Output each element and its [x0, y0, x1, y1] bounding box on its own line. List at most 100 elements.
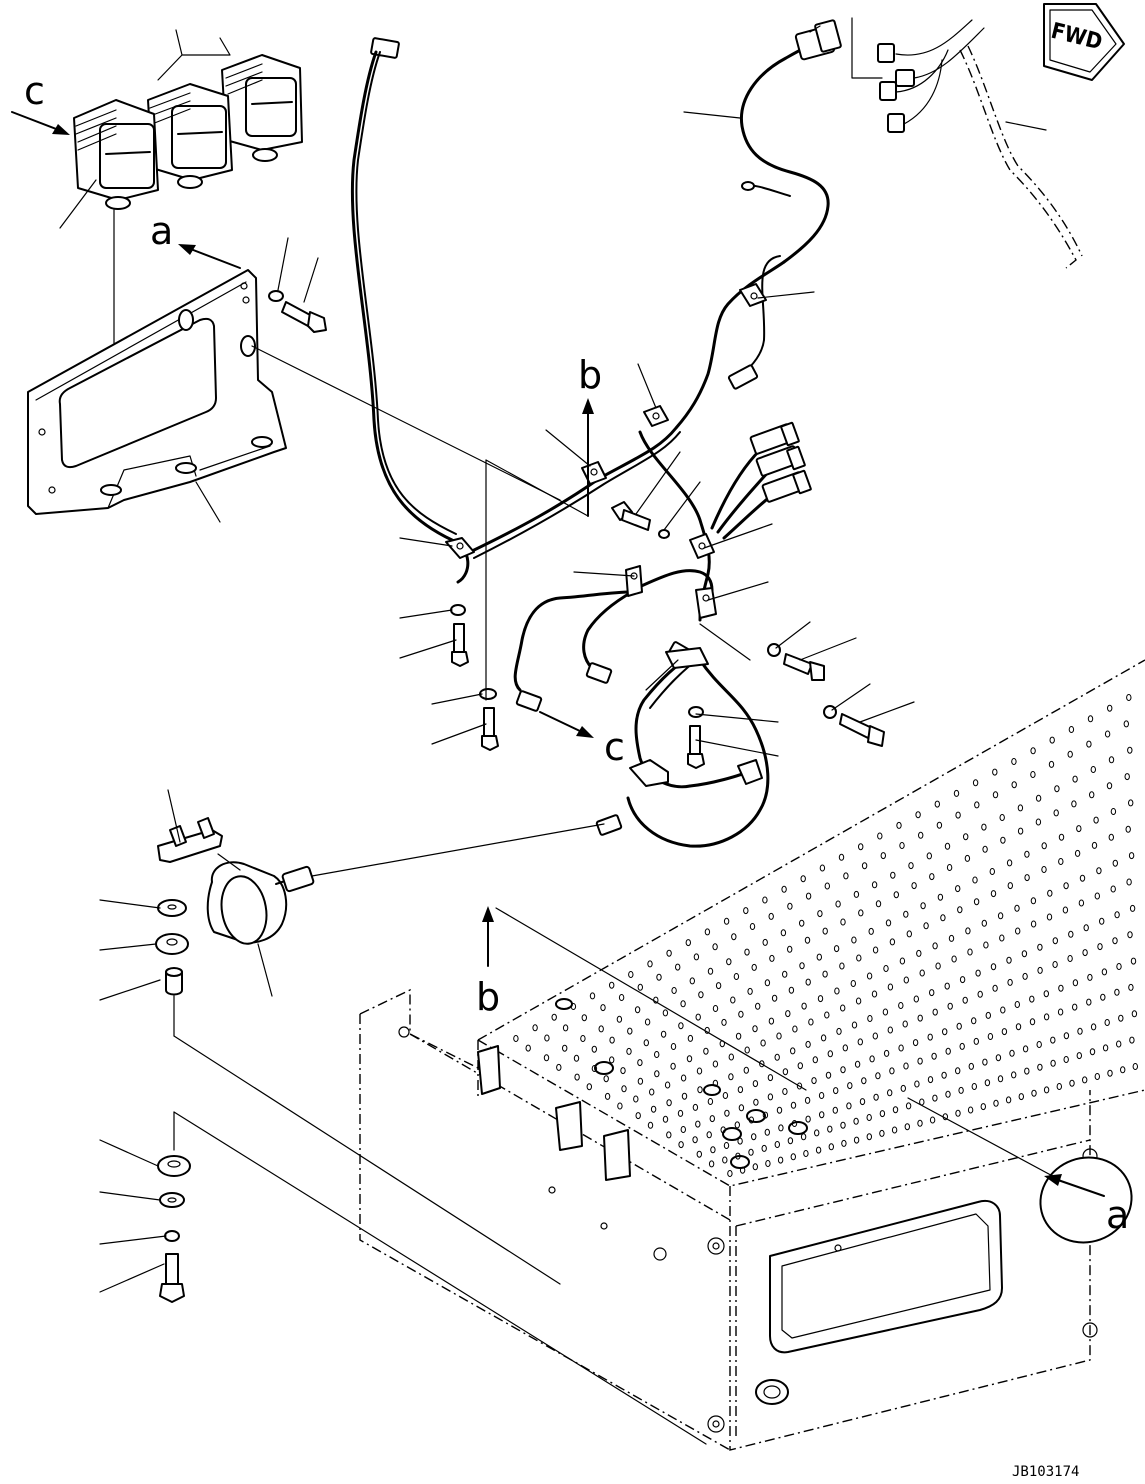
perforation-hole [898, 1044, 904, 1052]
perforation-hole [847, 1082, 853, 1090]
perforation-hole [833, 945, 840, 953]
perforation-hole [917, 1119, 923, 1127]
label-view-a-lower: a [1106, 1193, 1129, 1237]
perforation-hole [867, 1015, 873, 1022]
perforation-hole [1079, 874, 1086, 882]
perforation-hole [947, 1002, 953, 1010]
perforation-hole [660, 1030, 667, 1038]
perforation-hole [727, 1170, 733, 1177]
perforation-hole [1127, 931, 1133, 939]
perforation-hole [792, 1025, 798, 1033]
perforation-hole [724, 1109, 730, 1117]
perforation-hole [1123, 720, 1130, 728]
perforation-hole [816, 953, 822, 961]
perforation-hole [951, 955, 957, 963]
perforation-hole [959, 976, 966, 984]
perforation-hole [604, 1092, 611, 1100]
perforation-hole [1127, 746, 1133, 754]
perforation-hole [820, 1034, 827, 1042]
perforation-hole [609, 1036, 615, 1044]
perforation-hole [917, 1014, 923, 1022]
perforation-hole [715, 982, 722, 990]
perforation-hole [762, 896, 768, 904]
perforation-hole [914, 1080, 920, 1088]
perforation-hole [854, 1060, 861, 1068]
perforation-hole [842, 1044, 848, 1052]
perforation-hole [859, 1098, 866, 1106]
perforation-hole [1011, 781, 1017, 789]
perforation-hole [967, 948, 973, 956]
perforation-hole [1101, 968, 1108, 976]
perforation-hole [749, 923, 756, 930]
perforation-hole [685, 939, 691, 947]
perforation-hole [1110, 808, 1117, 815]
perforation-hole [1063, 1056, 1069, 1063]
perforation-hole [1120, 1066, 1126, 1074]
bolt-center-4 [687, 725, 705, 769]
perforation-hole [1056, 1083, 1063, 1090]
washer-center-4 [688, 706, 704, 718]
connector-detail [851, 17, 1083, 269]
perforation-hole [743, 907, 749, 915]
perforation-hole [799, 919, 805, 927]
harness-clip-1 [445, 537, 475, 559]
perforation-hole [1076, 825, 1082, 833]
perforation-hole [1069, 1079, 1075, 1087]
perforation-hole [879, 1129, 885, 1137]
perforation-hole [556, 1063, 562, 1071]
perforation-hole [889, 938, 896, 946]
perforation-hole [513, 1035, 519, 1042]
perforation-hole [1063, 1032, 1070, 1040]
perforation-hole [934, 800, 940, 808]
perforation-hole [647, 1121, 654, 1129]
perforation-hole [1047, 889, 1053, 897]
perforation-hole [654, 1070, 660, 1078]
perforation-hole [989, 868, 995, 875]
perforation-hole [787, 902, 793, 910]
perforation-hole [1006, 956, 1012, 964]
perforation-hole [654, 1051, 660, 1058]
horn-washer-2 [99, 1191, 185, 1208]
bolt-right-1 [783, 653, 825, 681]
perforation-hole [1074, 849, 1081, 857]
perforation-hole [883, 1049, 890, 1057]
perforation-hole [573, 1054, 580, 1062]
perforation-hole [1062, 906, 1069, 914]
perforation-hole [1128, 799, 1134, 807]
perforation-hole [972, 876, 978, 884]
perforation-hole [598, 1025, 604, 1033]
perforation-hole [918, 831, 924, 839]
perforation-hole [822, 927, 828, 935]
perforation-hole [697, 1086, 703, 1094]
perforation-hole [824, 882, 830, 890]
perforation-hole [1017, 827, 1024, 835]
perforation-hole [1100, 993, 1106, 1001]
perforation-hole [704, 1026, 710, 1034]
perforation-hole [948, 934, 955, 942]
perforation-hole [644, 1018, 651, 1026]
perforation-hole [765, 1160, 771, 1167]
perforation-hole [805, 1115, 811, 1123]
perforation-hole [942, 1113, 948, 1121]
perforation-hole [788, 986, 795, 994]
perforation-hole [532, 1024, 538, 1032]
perforation-hole [662, 1115, 669, 1123]
perforation-hole [1009, 1049, 1015, 1057]
horn-collar [99, 967, 561, 1285]
relay-connector-cluster [710, 421, 812, 540]
arrow-view-a-top [178, 244, 241, 269]
horn-mount-rubber [99, 1139, 191, 1177]
perforation-hole [887, 983, 894, 991]
perforation-hole [973, 1037, 979, 1045]
perforation-hole [755, 1002, 761, 1010]
perforation-hole [1030, 771, 1036, 778]
perforation-hole [790, 1153, 796, 1161]
perforation-hole [738, 1104, 745, 1112]
perforation-hole [1108, 756, 1115, 764]
perforation-hole [720, 1126, 726, 1134]
perforation-hole [941, 1071, 947, 1079]
perforation-hole [1043, 1013, 1050, 1021]
perforation-hole [832, 1106, 838, 1114]
perforation-hole [840, 1066, 846, 1074]
perforation-hole [931, 1052, 937, 1060]
